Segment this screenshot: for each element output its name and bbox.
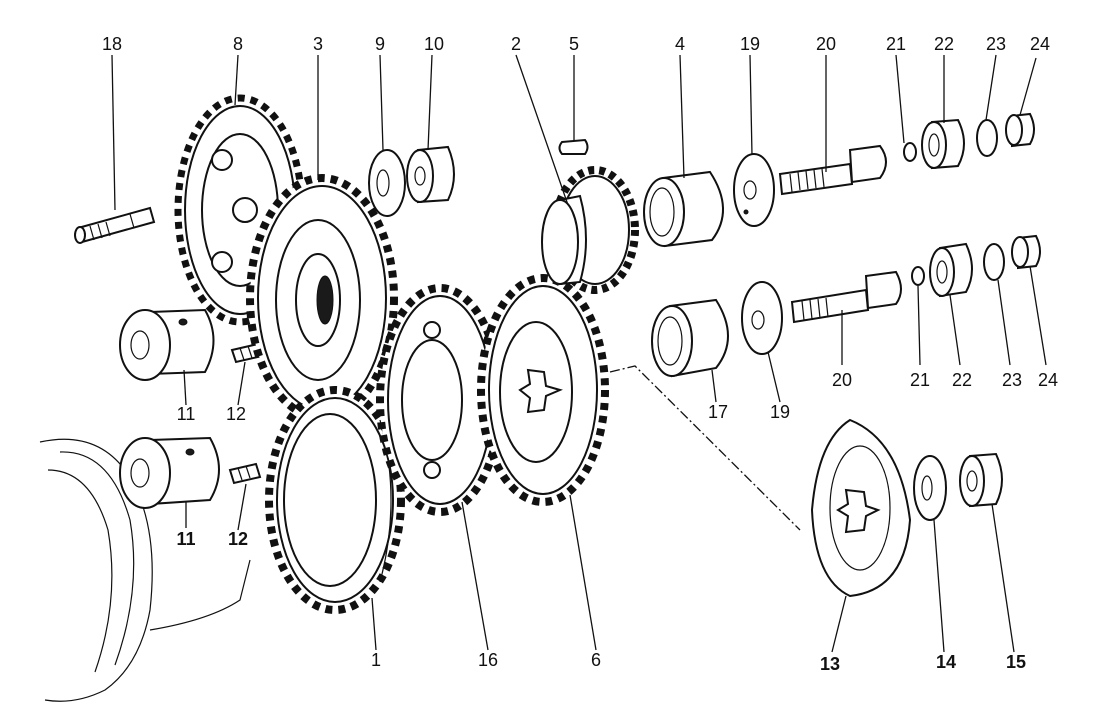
label-part-3: 3 [313, 34, 323, 54]
label-part-18: 18 [102, 34, 122, 54]
label-part-8: 8 [233, 34, 243, 54]
stud-part-18 [74, 206, 156, 244]
washer-part-9 [368, 149, 406, 217]
bushing-part-11-upper [119, 308, 215, 381]
gear-part-6 [477, 274, 609, 506]
key-part-12-lower [228, 462, 262, 485]
gear-part-3 [246, 174, 398, 422]
label-part-17: 17 [708, 402, 728, 422]
leader-lines [111, 54, 1047, 653]
label-part-22-upper: 22 [934, 34, 954, 54]
label-part-23-lower: 23 [1002, 370, 1022, 390]
label-part-15: 15 [1006, 652, 1026, 672]
label-part-14: 14 [936, 652, 956, 672]
label-part-2: 2 [511, 34, 521, 54]
assembly-axis-line [609, 365, 801, 531]
bushing-part-22-lower [929, 242, 973, 298]
washer-part-14 [913, 455, 947, 521]
label-part-12-lower: 12 [228, 529, 248, 549]
crankcase-housing [39, 438, 251, 702]
label-part-5: 5 [569, 34, 579, 54]
label-part-10: 10 [424, 34, 444, 54]
label-part-19-upper: 19 [740, 34, 760, 54]
label-part-16: 16 [478, 650, 498, 670]
cam-gear-part-2 [541, 166, 639, 294]
nut-part-15 [959, 452, 1003, 508]
gear-part-1 [265, 386, 405, 614]
sleeve-part-17 [651, 298, 729, 378]
label-part-24-upper: 24 [1030, 34, 1050, 54]
label-part-6: 6 [591, 650, 601, 670]
key-part-5 [558, 138, 589, 155]
bolt-part-20-upper [778, 144, 887, 196]
bushing-part-22-upper [921, 118, 965, 170]
oring-part-23-upper [976, 119, 998, 157]
nut-part-10 [406, 145, 455, 204]
oring-part-21-lower [911, 266, 925, 286]
bushing-part-11-lower [119, 436, 220, 509]
label-part-24-lower: 24 [1038, 370, 1058, 390]
bolt-part-20-lower [790, 270, 902, 324]
washer-part-19-upper [733, 153, 775, 227]
label-part-21-lower: 21 [910, 370, 930, 390]
label-part-22-lower: 22 [952, 370, 972, 390]
oring-part-21-upper [903, 142, 917, 162]
label-part-9: 9 [375, 34, 385, 54]
part-labels: 18 8 3 9 10 2 5 4 19 20 21 22 23 24 11 1… [102, 34, 1058, 674]
nut-part-24-lower [1011, 234, 1041, 270]
label-part-4: 4 [675, 34, 685, 54]
label-part-11-lower: 11 [176, 529, 195, 549]
washer-part-19-lower [741, 281, 783, 355]
flange-part-13 [810, 418, 912, 598]
sleeve-part-4 [643, 170, 724, 248]
label-part-12-upper: 12 [226, 404, 246, 424]
label-part-23-upper: 23 [986, 34, 1006, 54]
oring-part-23-lower [983, 243, 1005, 281]
label-part-21-upper: 21 [886, 34, 906, 54]
label-part-20-lower: 20 [832, 370, 852, 390]
label-part-20-upper: 20 [816, 34, 836, 54]
label-part-13: 13 [820, 654, 840, 674]
label-part-19-lower: 19 [770, 402, 790, 422]
label-part-11-upper: 11 [177, 404, 196, 424]
label-part-1: 1 [371, 650, 381, 670]
nut-part-24-upper [1005, 112, 1035, 148]
